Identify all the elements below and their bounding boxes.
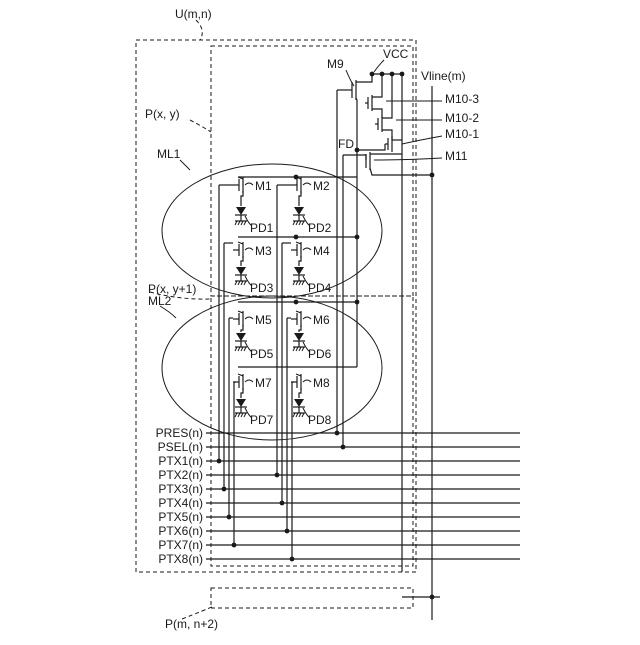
- pixel-cell: M4PD4: [291, 242, 332, 295]
- transfer-transistor: [291, 311, 301, 332]
- photodiode-label: PD3: [250, 281, 274, 295]
- ml1-leader: [180, 160, 190, 170]
- signal-label-ptx7: PTX7(n): [158, 538, 203, 552]
- transfer-transistor: [233, 177, 243, 206]
- signal-label-pres: PRES(n): [156, 426, 203, 440]
- photodiode-label: PD6: [308, 347, 332, 361]
- m10-2-label: M10-2: [445, 111, 479, 125]
- signal-label-ptx3: PTX3(n): [158, 482, 203, 496]
- signal-lines: [206, 433, 520, 559]
- photodiode-label: PD5: [250, 347, 274, 361]
- pixel-cell: M2PD2: [291, 177, 332, 235]
- signal-label-ptx6: PTX6(n): [158, 524, 203, 538]
- vline-label: Vline(m): [421, 69, 466, 83]
- transfer-transistor: [233, 242, 243, 266]
- transistor-label: M2: [313, 179, 330, 193]
- signal-label-ptx2: PTX2(n): [158, 468, 203, 482]
- transistor-label: M6: [313, 313, 330, 327]
- unit-label: U(m,n): [175, 7, 212, 21]
- transistor-label: M4: [313, 244, 330, 258]
- ml2-label: ML2: [148, 294, 172, 308]
- signal-label-ptx1: PTX1(n): [158, 454, 203, 468]
- vcc-label: VCC: [383, 47, 409, 61]
- m10-1-label: M10-1: [445, 127, 479, 141]
- pixel-xy-label: P(x, y): [145, 107, 180, 121]
- signal-label-psel: PSEL(n): [158, 440, 203, 454]
- transistor-label: M5: [255, 313, 272, 327]
- transfer-transistor: [291, 242, 301, 266]
- pixel-next-label: P(m, n+2): [165, 617, 218, 631]
- fd-label: FD: [338, 137, 354, 151]
- transistor-label: M3: [255, 244, 272, 258]
- photodiode-label: PD7: [250, 413, 274, 427]
- photodiode-label: PD4: [308, 281, 332, 295]
- transistor-label: M8: [313, 376, 330, 390]
- pixel-cell: M7PD7: [233, 374, 274, 427]
- signal-label-ptx4: PTX4(n): [158, 496, 203, 510]
- signal-label-ptx5: PTX5(n): [158, 510, 203, 524]
- pixel-xy-leader: [190, 120, 211, 132]
- pixel-cell: M3PD3: [233, 242, 274, 295]
- signal-junctions: [217, 431, 346, 562]
- m9-label: M9: [327, 57, 344, 71]
- m10-3-label: M10-3: [445, 92, 479, 106]
- photodiode-label: PD1: [250, 221, 274, 235]
- photodiode-label: PD8: [308, 413, 332, 427]
- signal-labels: PRES(n) PSEL(n) PTX1(n) PTX2(n) PTX3(n) …: [156, 426, 203, 566]
- transfer-transistor: [233, 311, 243, 332]
- transistor-label: M7: [255, 376, 272, 390]
- transistor-label: M1: [255, 179, 272, 193]
- photodiode-label: PD2: [308, 221, 332, 235]
- pixel-cell: M1PD1: [233, 177, 274, 235]
- pixel-cell: M5PD5: [233, 311, 274, 361]
- unit-leader: [196, 20, 202, 40]
- pixel-cell: M8PD8: [291, 374, 332, 427]
- ml1-label: ML1: [157, 147, 181, 161]
- m11-label: M11: [445, 149, 468, 163]
- pixel-cell: M6PD6: [291, 311, 332, 361]
- signal-label-ptx8: PTX8(n): [158, 552, 203, 566]
- pixel-next-boundary: [211, 588, 413, 608]
- transfer-transistor: [291, 177, 301, 206]
- pixel-xy-boundary: [211, 46, 413, 296]
